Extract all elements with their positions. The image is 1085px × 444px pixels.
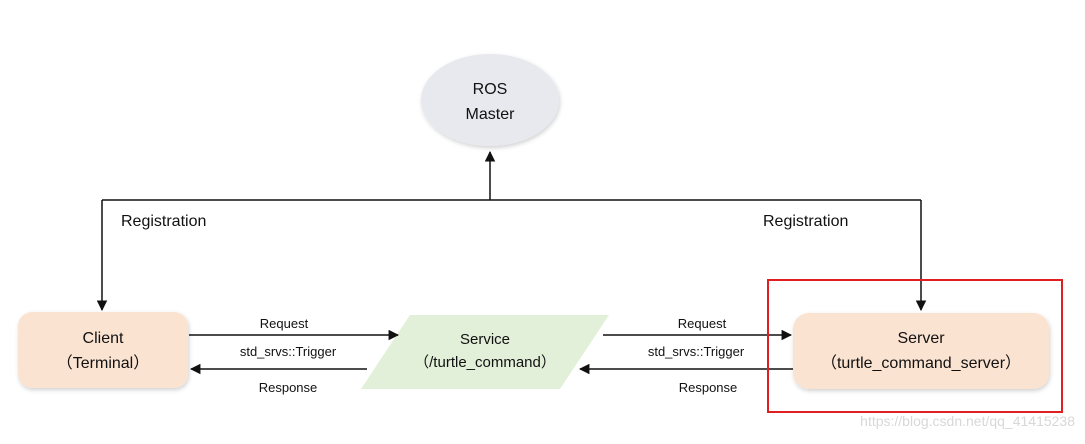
server-label-line2: （turtle_command_server）	[821, 354, 1021, 372]
server-box	[793, 313, 1049, 389]
ros-master-node: ROS Master	[421, 54, 559, 146]
client-label-line1: Client	[83, 330, 124, 347]
server-label-line1: Server	[897, 330, 945, 347]
client-label-line2: （Terminal）	[57, 354, 149, 372]
request-right-label: Request	[678, 316, 727, 331]
service-label-line1: Service	[460, 331, 510, 348]
client-service-connectors	[189, 329, 400, 375]
ros-master-label-line1: ROS	[473, 81, 508, 98]
server-highlight-box	[767, 279, 1063, 413]
client-node: Client （Terminal）	[18, 312, 188, 388]
registration-connectors	[96, 150, 927, 312]
response-right-label: Response	[679, 380, 738, 395]
type-right-label: std_srvs::Trigger	[648, 344, 745, 359]
server-node: Server （turtle_command_server）	[793, 313, 1049, 389]
registration-right-label: Registration	[763, 213, 848, 230]
client-box	[18, 312, 188, 388]
service-server-connectors	[578, 329, 793, 375]
service-parallelogram	[361, 315, 609, 389]
response-left-label: Response	[259, 380, 318, 395]
type-left-label: std_srvs::Trigger	[240, 344, 337, 359]
request-left-label: Request	[260, 316, 309, 331]
ros-master-label-line2: Master	[466, 106, 516, 123]
service-node: Service （/turtle_command）	[361, 315, 609, 389]
registration-left-label: Registration	[121, 213, 206, 230]
watermark-text: https://blog.csdn.net/qq_41415238	[860, 413, 1075, 429]
service-label-line2: （/turtle_command）	[414, 354, 556, 371]
ros-master-ellipse	[421, 54, 559, 146]
